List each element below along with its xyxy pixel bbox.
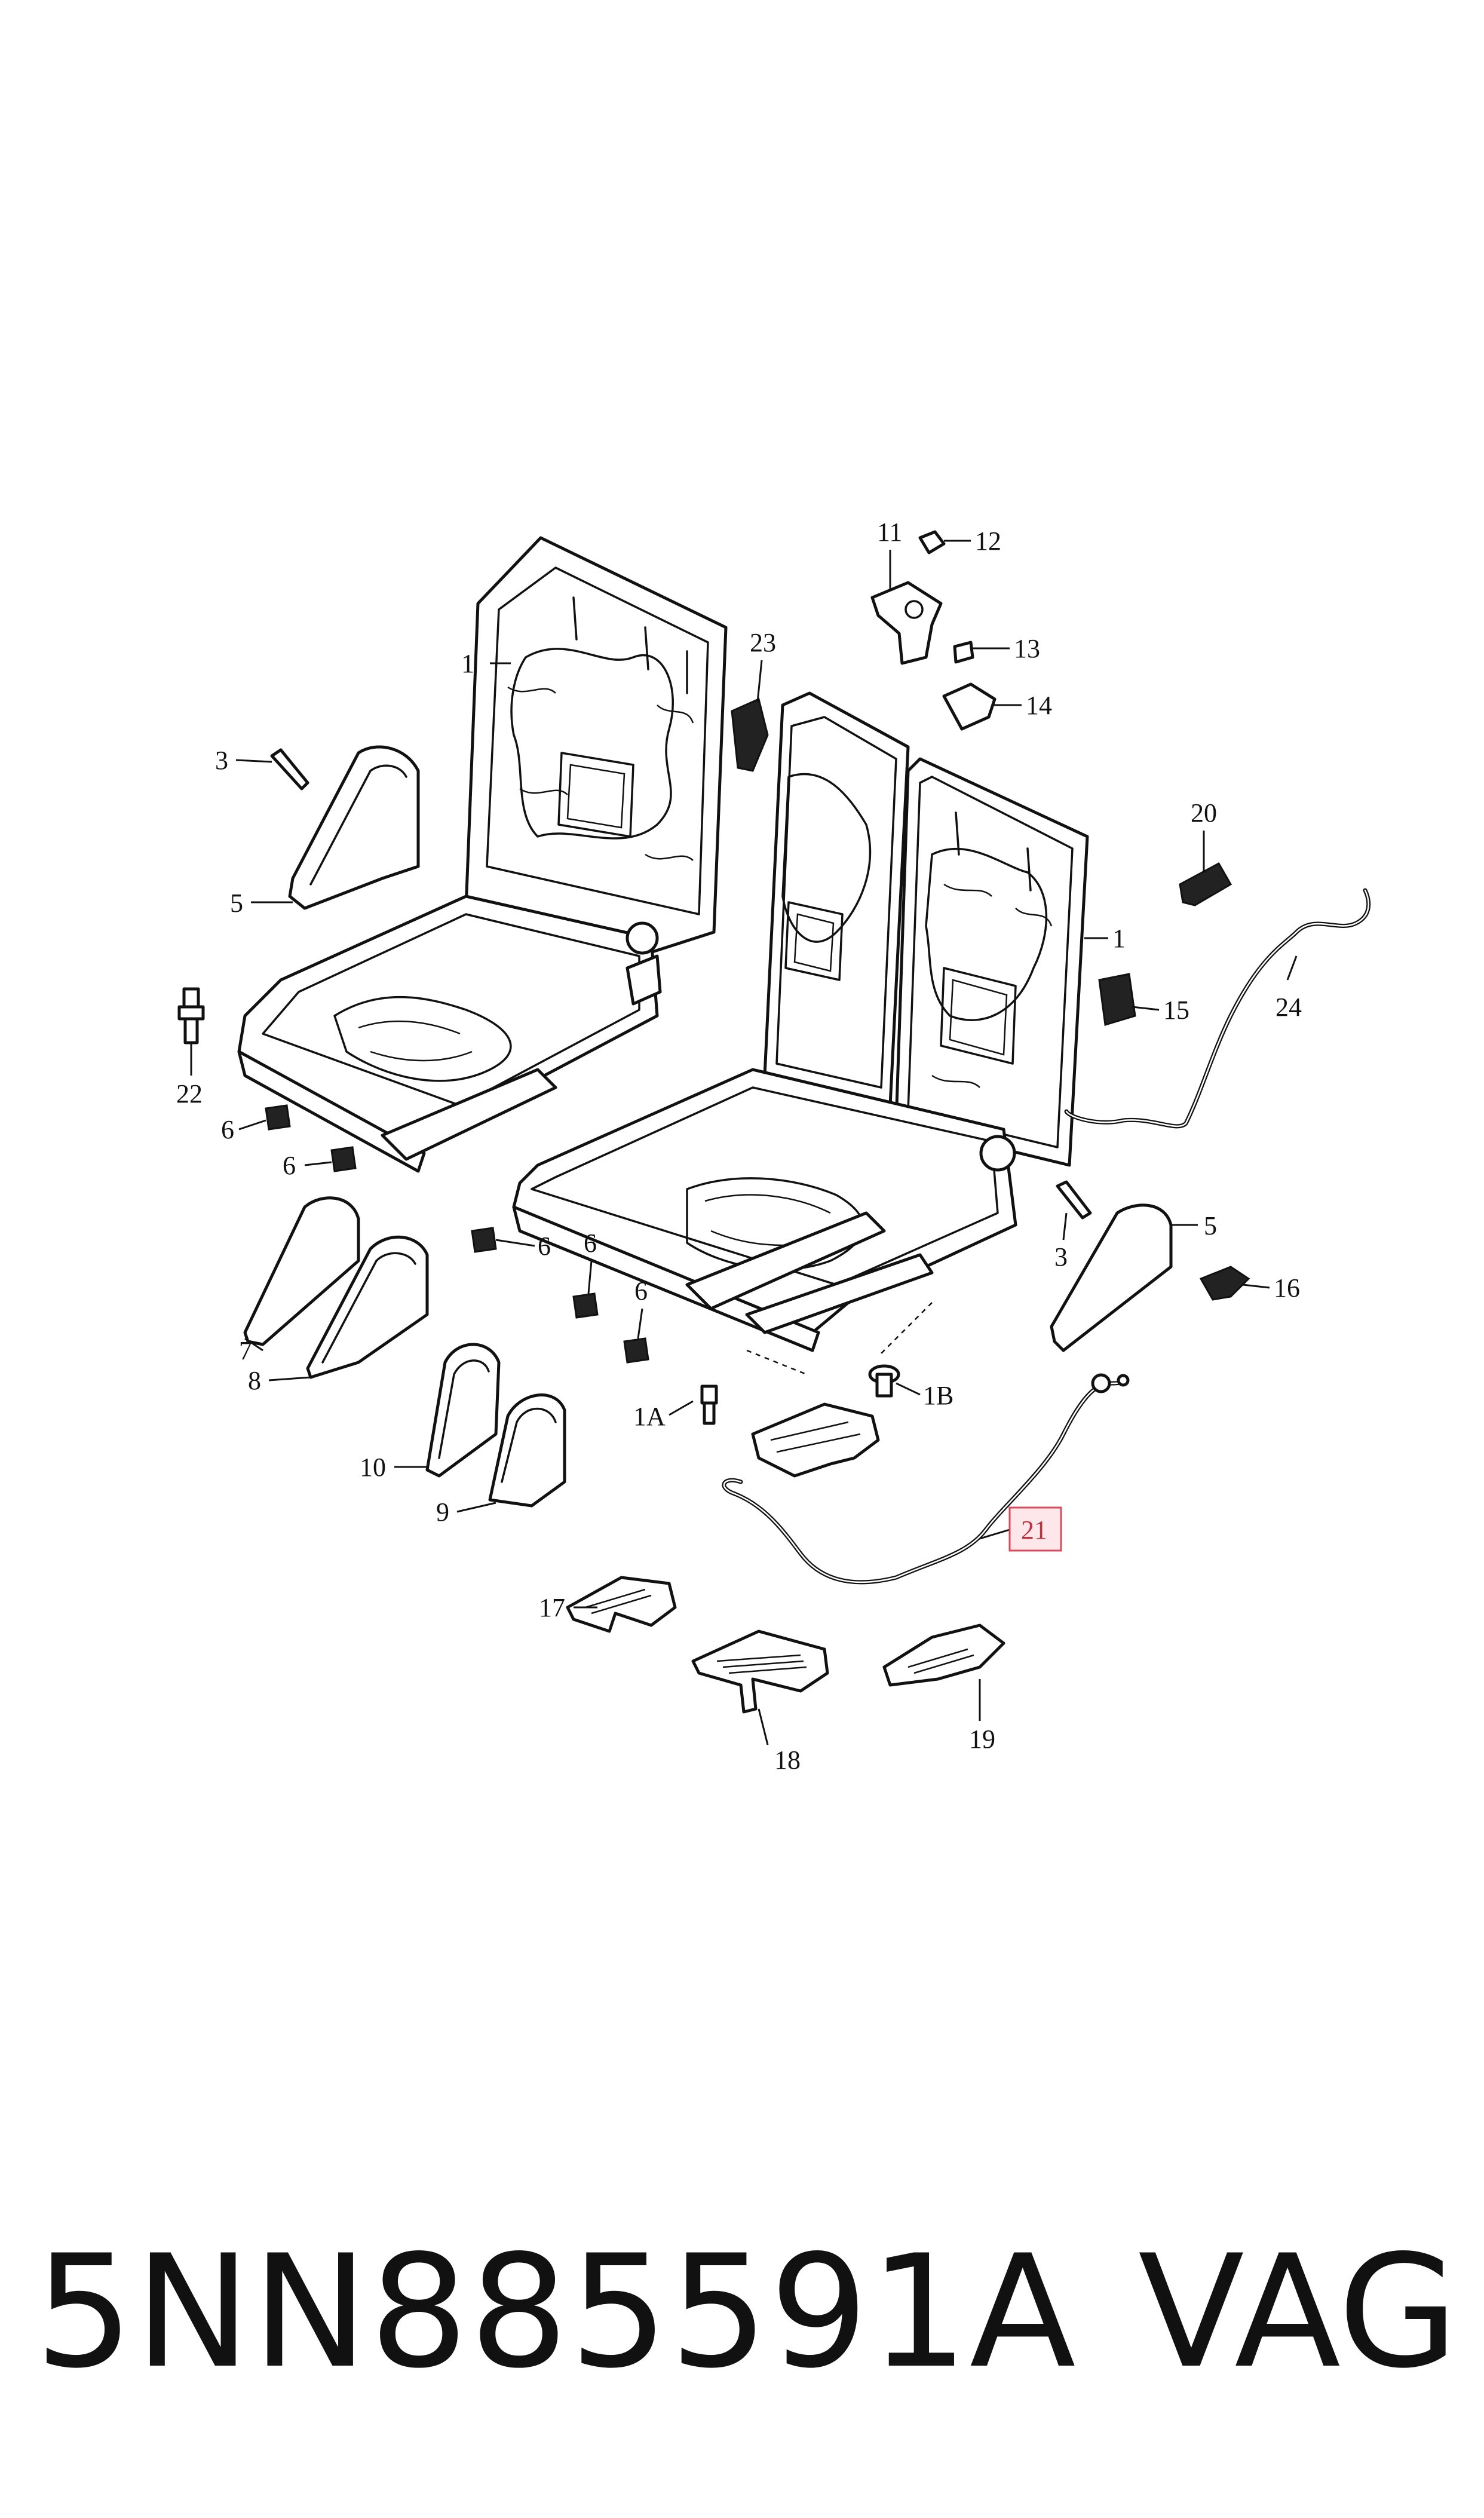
part-9	[488, 1393, 566, 1508]
callout-20: 20	[1191, 798, 1217, 828]
part-3-left	[270, 748, 309, 791]
part-19	[882, 1623, 1005, 1687]
part-number: 5NN885591A	[35, 2222, 1077, 2403]
callout-6-c: 6	[538, 1232, 551, 1261]
part-18	[691, 1629, 829, 1714]
callout-5-left: 5	[230, 889, 243, 918]
callout-1a: 1A	[633, 1402, 666, 1431]
part-23	[731, 697, 769, 772]
leader-lines	[190, 540, 1298, 1745]
callout-16: 16	[1274, 1273, 1300, 1303]
part-6-clip-a	[265, 1104, 291, 1131]
callout-21-highlight	[1008, 1506, 1062, 1552]
callout-19: 19	[969, 1724, 995, 1754]
callout-14: 14	[1026, 691, 1052, 720]
callout-18: 18	[774, 1745, 801, 1775]
callout-1-left: 1	[461, 649, 474, 678]
part-24-cable	[1064, 888, 1371, 1129]
callout-15: 15	[1163, 995, 1189, 1025]
left-seat-frame	[237, 536, 728, 1173]
part-16	[1199, 1266, 1250, 1301]
callout-6-b: 6	[283, 1151, 296, 1180]
brand-label: VAG	[1138, 2222, 1458, 2403]
callout-3-right: 3	[1054, 1242, 1068, 1272]
callout-1b: 1B	[923, 1381, 953, 1410]
part-6-clip-d	[572, 1292, 599, 1319]
right-seat-frame	[512, 691, 1089, 1376]
part-20	[1179, 862, 1232, 906]
callout-9: 9	[436, 1497, 449, 1527]
callout-5-right: 5	[1204, 1211, 1217, 1240]
callout-7: 7	[239, 1336, 252, 1365]
part-1a-bolt	[700, 1384, 718, 1425]
part-5-left	[288, 745, 420, 910]
callout-23: 23	[750, 628, 776, 657]
callout-3-left: 3	[215, 746, 228, 775]
part-14	[942, 682, 997, 731]
callout-6-e: 6	[634, 1276, 648, 1306]
part-11-bracket	[870, 581, 943, 665]
part-12	[918, 530, 946, 555]
part-3-right	[1056, 1180, 1092, 1220]
callout-6-a: 6	[221, 1115, 234, 1144]
part-1b-bolt	[868, 1364, 900, 1398]
part-5-right	[1050, 1203, 1173, 1352]
part-6-clip-c	[471, 1227, 497, 1253]
callout-12: 12	[975, 526, 1001, 556]
part-10	[425, 1343, 501, 1478]
callout-21: 21	[1021, 1515, 1047, 1545]
part-13	[953, 641, 974, 664]
part-8	[306, 1235, 429, 1379]
callout-10: 10	[360, 1453, 386, 1482]
callout-8: 8	[248, 1366, 261, 1395]
callout-1-right: 1	[1112, 924, 1126, 953]
callout-6-d: 6	[584, 1229, 597, 1258]
part-7	[243, 1196, 360, 1346]
callout-17: 17	[539, 1593, 565, 1622]
part-6-clip-e	[623, 1337, 649, 1364]
callout-22: 22	[176, 1079, 203, 1108]
part-21-cable-assembly	[722, 1373, 1130, 1585]
part-15	[1098, 973, 1136, 1026]
callout-24: 24	[1275, 993, 1302, 1022]
callout-11: 11	[877, 517, 902, 547]
part-22-bolt	[177, 987, 205, 1044]
part-6-clip-b	[330, 1146, 357, 1172]
callout-13: 13	[1014, 634, 1040, 663]
